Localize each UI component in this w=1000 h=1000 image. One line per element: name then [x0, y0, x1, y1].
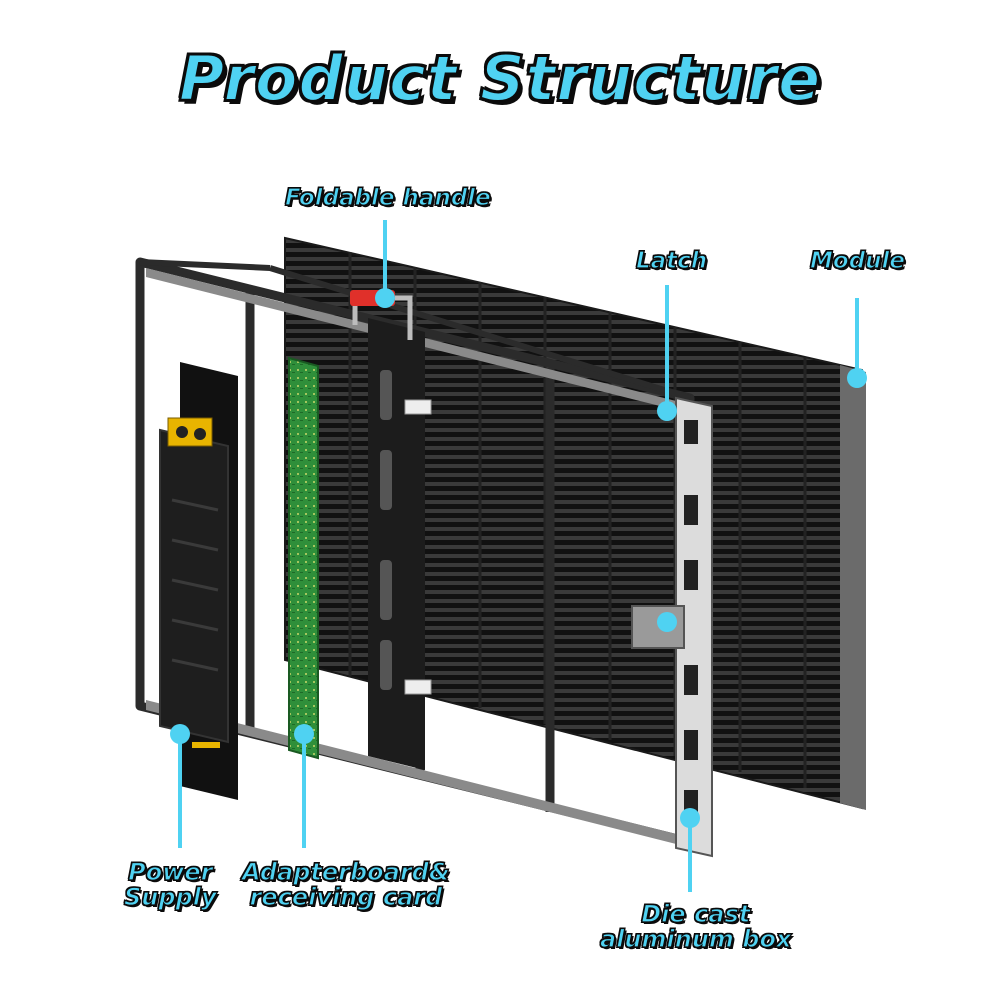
power-supply: [159, 362, 238, 800]
label-module: Module: [809, 248, 906, 274]
page-title: Product Structure: [178, 41, 822, 116]
label-die-cast-aluminum-box: Die cast aluminum box: [599, 900, 792, 954]
box-callout-dot: [680, 808, 700, 828]
frame-bottom-rail: [146, 700, 684, 846]
adapterboard-receiving-card: [288, 356, 319, 760]
center-mounting-bracket: [368, 318, 432, 770]
module-callout-dot: [847, 368, 867, 388]
adapter-callout-dot: [294, 724, 314, 744]
latch-callout-dot-top: [657, 401, 677, 421]
latch-plate: [631, 396, 713, 858]
label-latch: Latch: [635, 248, 708, 274]
label-power-supply: Power Supply: [123, 858, 217, 912]
latch-callout-dot: [657, 612, 677, 632]
label-foldable-handle: Foldable handle: [284, 185, 491, 211]
callout-lines: [170, 220, 867, 892]
handle-callout-dot: [375, 288, 395, 308]
power-callout-dot: [170, 724, 190, 744]
label-adapterboard-receiving-card: Adapterboard& receiving card: [241, 858, 450, 912]
